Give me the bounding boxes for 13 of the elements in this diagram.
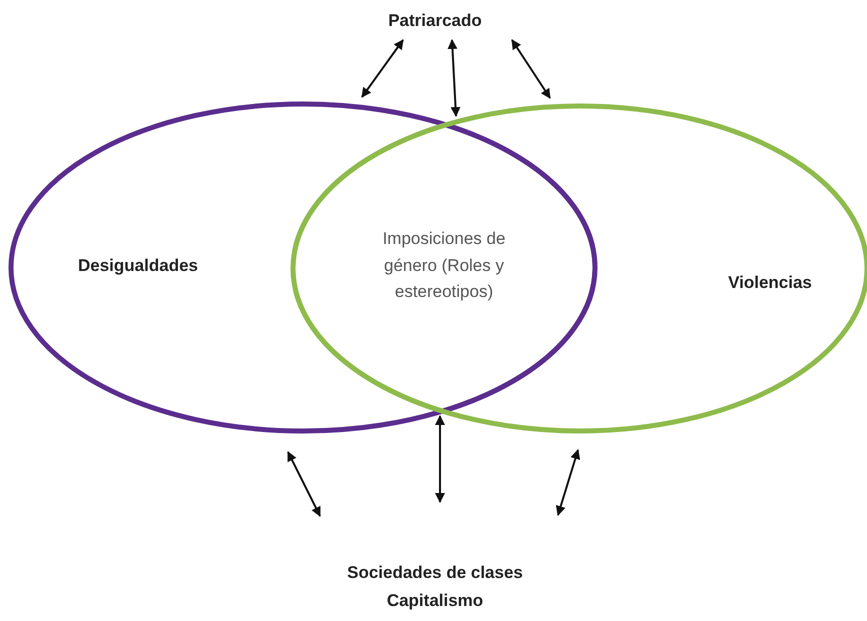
double-arrow [556, 449, 580, 516]
double-arrow [287, 451, 321, 517]
circle-label: Desigualdades [77, 256, 199, 276]
concept-label: Capitalismo [386, 591, 484, 611]
double-arrow [511, 39, 551, 99]
double-arrow [361, 39, 404, 98]
double-arrow [435, 415, 445, 503]
venn-ellipse [8, 101, 598, 434]
circle-label: Violencias [727, 273, 813, 293]
overlap-label: Imposiciones de género (Roles y estereotipos) [382, 228, 506, 304]
concept-label: Patriarcado [360, 6, 510, 36]
concept-label: Sociedades de clases [346, 563, 524, 583]
double-arrow [447, 39, 461, 117]
